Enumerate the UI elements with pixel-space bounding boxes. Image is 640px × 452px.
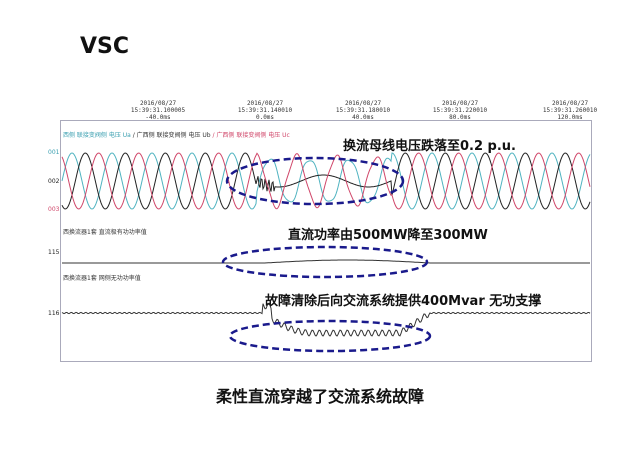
channel-id-002: 002 [48, 178, 60, 185]
reactive-label: 西换流器1套 网侧无功功率值 [63, 275, 141, 282]
phase-b-wave [61, 152, 591, 210]
annotation-voltage-drop: 换流母线电压跌落至0.2 p.u. [343, 139, 516, 154]
waveform-plot [60, 120, 592, 362]
channel-id-116: 116 [48, 310, 60, 317]
channel-id-115: 115 [48, 249, 60, 256]
annotation-reactive: 故障清除后向交流系统提供400Mvar 无功支撑 [265, 294, 542, 309]
voltage-ellipse [225, 156, 405, 206]
dc-power-label: 西换流器1套 直流极有功功率值 [63, 229, 147, 236]
channel-id-003: 003 [48, 206, 60, 213]
dc-power-trace [62, 259, 590, 264]
voltage-legend: 西侧 联接变阀侧 电压 Ua / 广西侧 联接变阀侧 电压 Ub / 广西侧 联… [63, 132, 290, 139]
phase-c-wave [61, 152, 591, 210]
channel-id-001: 001 [48, 149, 60, 156]
slide-title: VSC [80, 34, 130, 59]
slide-caption: 柔性直流穿越了交流系统故障 [215, 387, 424, 406]
annotation-dc-power: 直流功率由500MW降至300MW [288, 228, 488, 243]
reactive-power-trace [61, 302, 591, 337]
phase-a-wave [61, 152, 591, 210]
reactive-ellipse [228, 319, 432, 353]
dc-power-ellipse [221, 245, 429, 279]
